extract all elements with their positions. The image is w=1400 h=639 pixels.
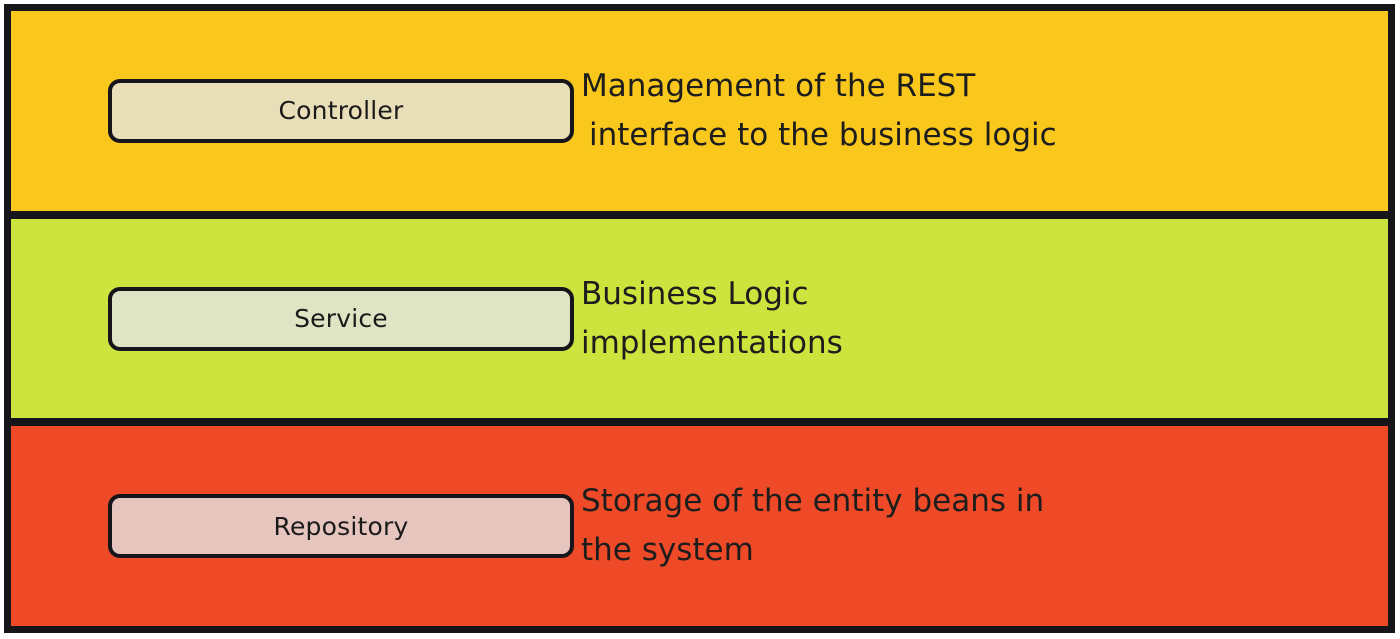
layer-box-repository[interactable]: Repository xyxy=(108,494,574,559)
layer-box-service[interactable]: Service xyxy=(108,286,574,351)
layer-box-label-controller: Controller xyxy=(278,96,404,126)
layer-description-line: implementations xyxy=(581,324,843,361)
layer-label-area-repository: Repository xyxy=(11,494,581,559)
layer-stack: Controller Management of the REST interf… xyxy=(4,4,1395,633)
layer-description-line: the system xyxy=(581,532,754,569)
layer-box-controller[interactable]: Controller xyxy=(108,78,574,143)
layer-band-service: Service Business Logic implementations xyxy=(11,210,1388,419)
layer-description-line: Business Logic xyxy=(581,275,809,312)
layer-label-area-service: Service xyxy=(11,286,581,351)
layer-description-line: interface to the business logic xyxy=(589,116,1057,153)
layer-description-line: Storage of the entity beans in xyxy=(581,483,1045,520)
layer-band-controller: Controller Management of the REST interf… xyxy=(11,11,1388,211)
layer-band-repository: Repository Storage of the entity beans i… xyxy=(11,418,1388,627)
layer-description-service: Business Logic implementations xyxy=(581,270,1388,368)
layer-label-area-controller: Controller xyxy=(11,78,581,143)
layer-description-line: Management of the REST xyxy=(581,67,976,104)
layer-description-controller: Management of the REST interface to the … xyxy=(581,62,1388,160)
layer-box-label-service: Service xyxy=(294,304,388,333)
layer-description-repository: Storage of the entity beans in the syste… xyxy=(581,477,1388,575)
layer-box-label-repository: Repository xyxy=(273,511,409,541)
